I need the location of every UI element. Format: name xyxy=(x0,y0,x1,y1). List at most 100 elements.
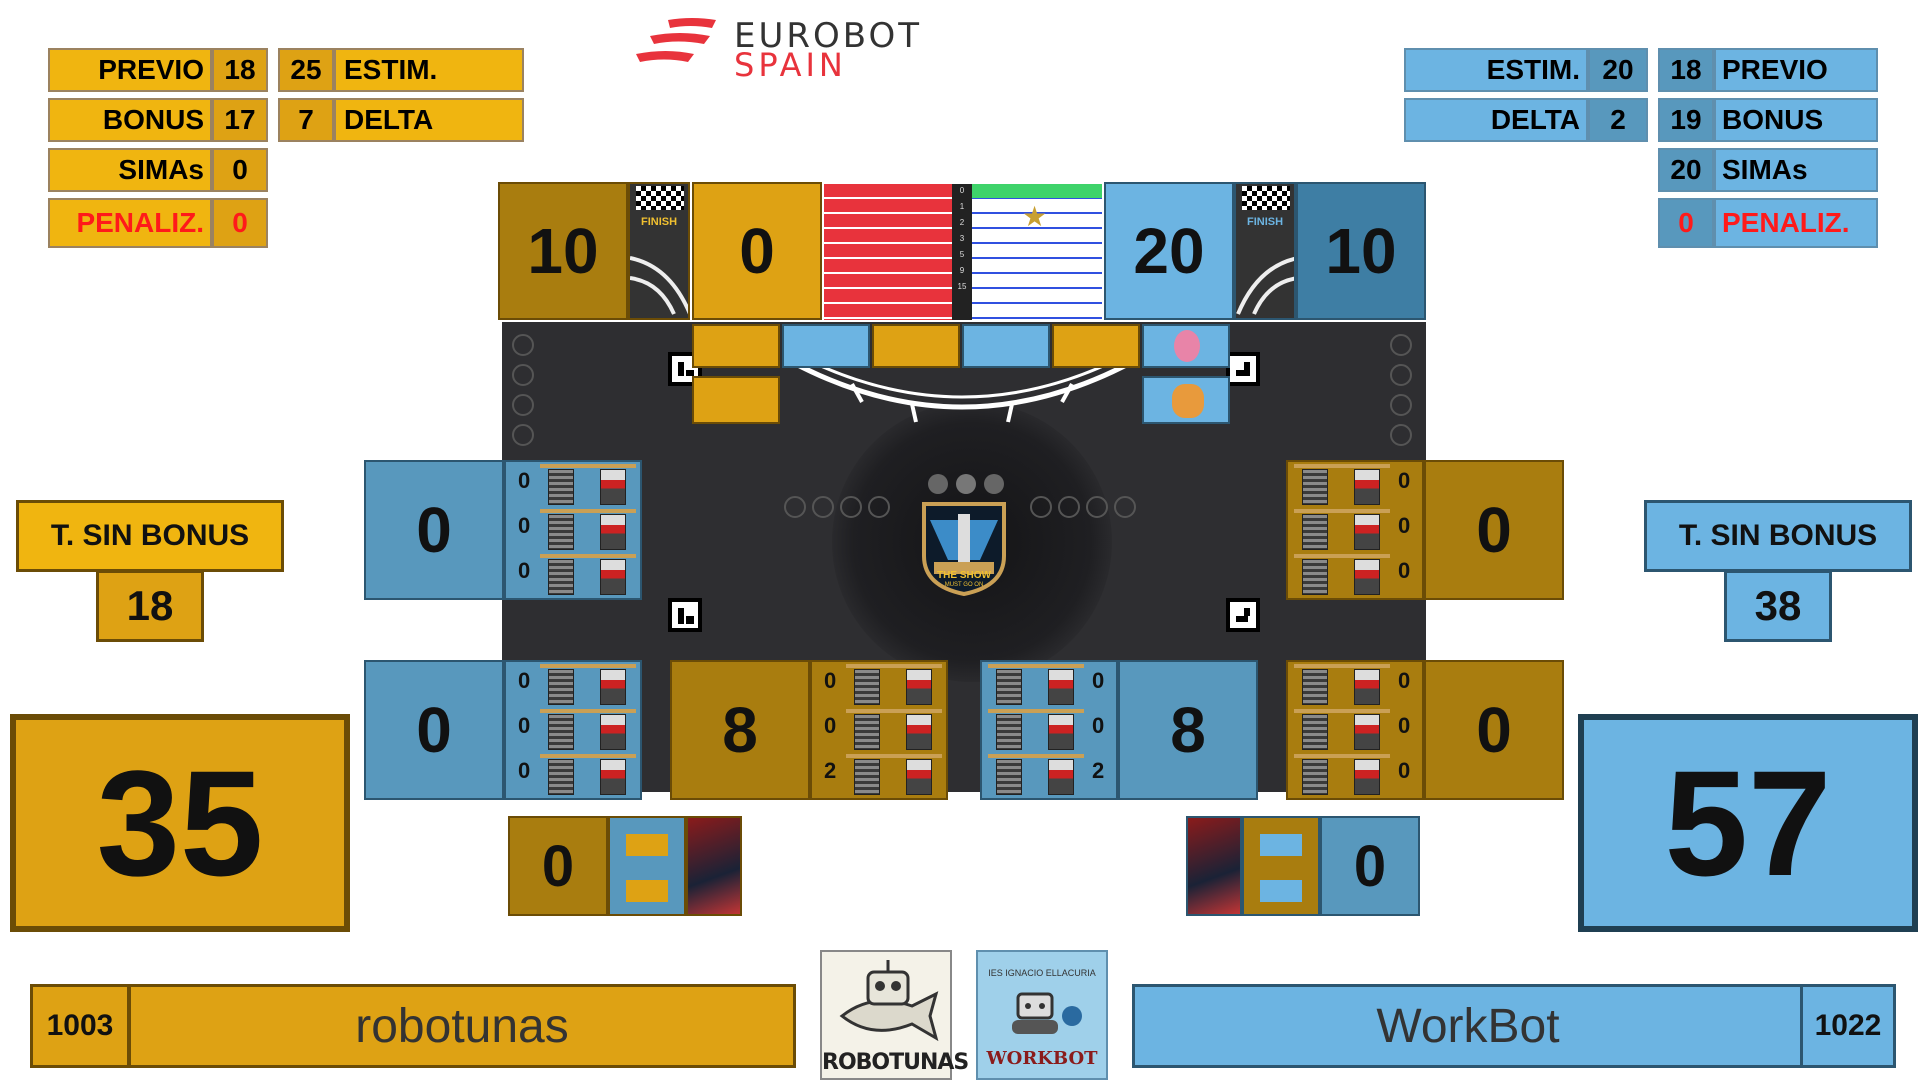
shelf-count: 0 xyxy=(824,713,837,738)
robot-controller-icon xyxy=(1012,992,1082,1034)
right-bonus-value: 19 xyxy=(1658,98,1714,142)
right-finish-track: FINISH xyxy=(1234,182,1296,320)
field-circle xyxy=(1390,394,1412,416)
shelf-count: 0 xyxy=(518,758,531,783)
track-curve-icon xyxy=(630,256,688,315)
field-circle xyxy=(512,424,534,446)
badge-icon xyxy=(984,474,1004,494)
construction-block xyxy=(1052,324,1140,368)
right-simas-value: 20 xyxy=(1658,148,1714,192)
right-bottom-banner-slots xyxy=(1242,816,1320,916)
shelf-count: 2 xyxy=(1092,758,1105,783)
right-upper-zone: 0 xyxy=(1424,460,1564,600)
field-circle xyxy=(1390,364,1412,386)
left-t-sin-bonus-label: T. SIN BONUS xyxy=(16,500,284,572)
left-delta-label: DELTA xyxy=(334,98,524,142)
field-circle xyxy=(1390,334,1412,356)
construction-block xyxy=(692,376,780,424)
shelf-icon xyxy=(988,709,1084,751)
right-t-sin-bonus-label: T. SIN BONUS xyxy=(1644,500,1912,572)
right-lower-shelves: 0 0 0 xyxy=(1286,660,1424,800)
field-circle xyxy=(1114,496,1136,518)
right-estim-value: 20 xyxy=(1588,48,1648,92)
shelf-count: 0 xyxy=(518,668,531,693)
field-circle xyxy=(512,334,534,356)
shelf-count: 0 xyxy=(1092,668,1105,693)
right-total-score: 57 xyxy=(1578,714,1918,932)
left-finish-track: FINISH xyxy=(628,182,690,320)
shelf-icon xyxy=(1294,509,1390,551)
eurobot-logo: EUROBOT SPAIN xyxy=(632,14,942,84)
shelf-count: 0 xyxy=(1398,668,1411,693)
left-team-number: 1003 xyxy=(30,984,130,1068)
logo-line1: EUROBOT xyxy=(734,16,923,56)
center-right-shelves: 0 0 2 xyxy=(980,660,1118,800)
thermo-scale: 0 1 2 3 5 9 15 xyxy=(952,184,972,320)
left-delta-value: 7 xyxy=(278,98,334,142)
field-circle xyxy=(1086,496,1108,518)
left-team-name: robotunas xyxy=(128,984,796,1068)
shelf-count: 0 xyxy=(1398,468,1411,493)
field-logo-small-icons xyxy=(918,474,1010,494)
field-circle xyxy=(784,496,806,518)
aruco-marker-icon xyxy=(1226,352,1260,386)
right-delta-value: 2 xyxy=(1588,98,1648,142)
left-bottom-small-zone: 0 xyxy=(508,816,608,916)
shelf-icon xyxy=(988,754,1084,796)
field-circle xyxy=(1030,496,1052,518)
left-t-sin-bonus-value: 18 xyxy=(96,570,204,642)
thermo-tick: 3 xyxy=(959,234,965,243)
right-bonus-label: BONUS xyxy=(1714,98,1878,142)
robotunas-logo-text: ROBOTUNAS xyxy=(822,1050,969,1075)
blue-bar-gauge: ★ xyxy=(972,184,1102,320)
shelf-count: 0 xyxy=(1398,758,1411,783)
badge-icon xyxy=(956,474,976,494)
mascot-orange-icon xyxy=(1172,384,1204,418)
construction-block xyxy=(962,324,1050,368)
shelf-icon xyxy=(540,709,636,751)
field-circle xyxy=(1058,496,1080,518)
shelf-count: 0 xyxy=(518,513,531,538)
construction-block xyxy=(872,324,960,368)
red-bar-gauge xyxy=(824,184,952,320)
shelf-icon xyxy=(846,664,942,706)
thermo-tick: 9 xyxy=(959,266,965,275)
thermo-tick: 0 xyxy=(959,186,965,195)
left-top-score: 0 xyxy=(692,182,822,320)
right-upper-shelves: 0 0 0 xyxy=(1286,460,1424,600)
finish-flag-icon xyxy=(1242,186,1290,210)
right-penaliz-label: PENALIZ. xyxy=(1714,198,1878,248)
show-banner-icon xyxy=(686,816,742,916)
star-icon: ★ xyxy=(1022,201,1048,232)
left-estim-value: 25 xyxy=(278,48,334,92)
left-simas-label: SIMAs xyxy=(48,148,212,192)
field-logo-line1: THE SHOW xyxy=(937,570,991,581)
construction-block xyxy=(782,324,870,368)
track-curve-icon xyxy=(1236,256,1294,315)
finish-flag-icon xyxy=(636,186,684,210)
shelf-icon xyxy=(1294,464,1390,506)
shelf-count: 0 xyxy=(518,558,531,583)
construction-block xyxy=(692,324,780,368)
shelf-count: 0 xyxy=(518,468,531,493)
left-finish-score: 10 xyxy=(498,182,628,320)
left-penaliz-value: 0 xyxy=(212,198,268,248)
field-circle xyxy=(868,496,890,518)
right-finish-label: FINISH xyxy=(1246,216,1284,228)
left-upper-shelves: 0 0 0 xyxy=(504,460,642,600)
right-previo-label: PREVIO xyxy=(1714,48,1878,92)
right-team-number: 1022 xyxy=(1800,984,1896,1068)
left-bonus-value: 17 xyxy=(212,98,268,142)
shelf-icon xyxy=(846,754,942,796)
thermo-tick: 1 xyxy=(959,202,965,211)
banner-slot xyxy=(1260,880,1302,902)
center-right-zone: 8 xyxy=(1118,660,1258,800)
shelf-icon xyxy=(540,664,636,706)
show-shield-icon xyxy=(922,502,1006,596)
aruco-marker-icon xyxy=(1226,598,1260,632)
shelf-count: 0 xyxy=(1092,713,1105,738)
field-circle xyxy=(840,496,862,518)
left-total-score: 35 xyxy=(10,714,350,932)
left-lower-zone: 0 xyxy=(364,660,504,800)
logo-line2: SPAIN xyxy=(734,46,847,84)
